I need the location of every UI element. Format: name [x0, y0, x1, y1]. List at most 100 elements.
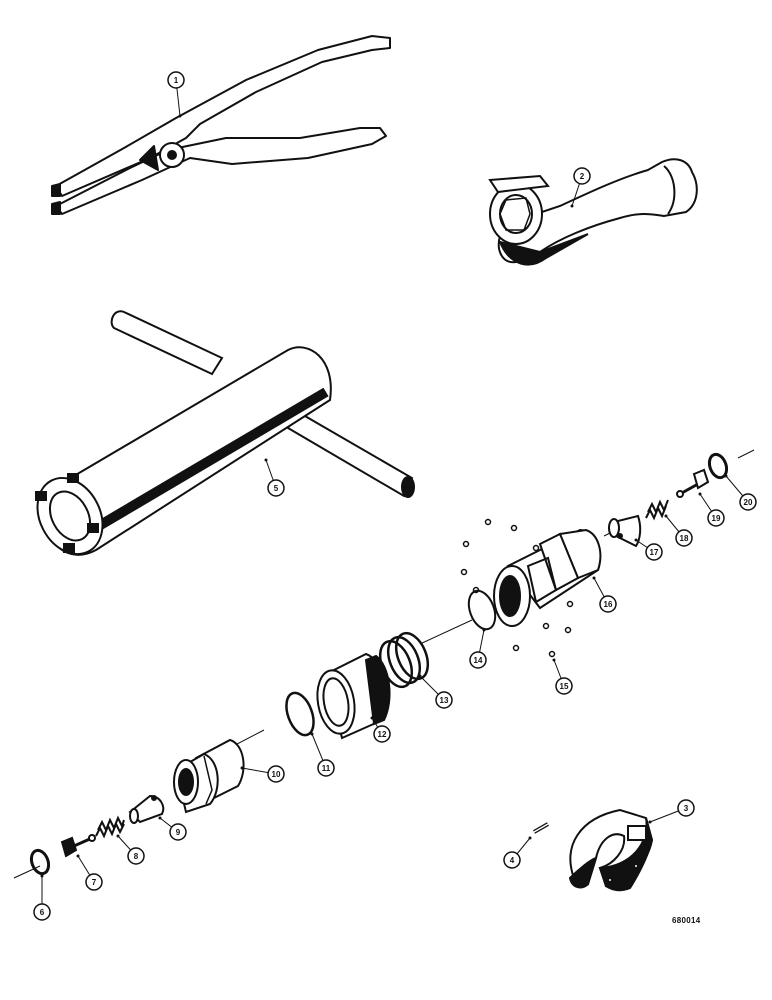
callout-number: 16 — [604, 600, 613, 609]
sleeve-drawing — [316, 652, 391, 740]
callout-number: 4 — [510, 856, 515, 865]
coupler-body-drawing — [173, 738, 245, 814]
callout-pin: 4 — [503, 836, 532, 869]
retaining-ring-drawing — [285, 691, 315, 737]
callout-arrow-dot — [552, 658, 556, 662]
callout-arrow-dot — [698, 492, 702, 496]
callout-number: 3 — [684, 804, 689, 813]
callout-number: 1 — [174, 76, 179, 85]
callout-circle — [435, 691, 453, 709]
wire-ring-drawing — [467, 589, 497, 631]
callout-circle — [555, 677, 573, 695]
callout-number: 8 — [134, 852, 139, 861]
callout-spring-right: 18 — [664, 514, 693, 547]
callout-circle — [167, 71, 185, 89]
callout-circle — [373, 725, 391, 743]
callout-circle — [573, 167, 591, 185]
seat-right-drawing — [608, 514, 642, 548]
callout-circle — [127, 847, 145, 865]
callout-poppet-right: 19 — [698, 492, 725, 527]
callout-crowfoot-wrench: 2 — [570, 167, 591, 208]
callout-sleeve-spring: 13 — [418, 674, 453, 709]
pliers-drawing — [51, 35, 391, 215]
snap-ring-left-drawing — [29, 848, 51, 876]
callout-snap-ring-right: 20 — [724, 474, 757, 511]
balls-drawing — [460, 518, 574, 658]
callout-arrow-dot — [370, 716, 374, 720]
callout-arrow-dot — [310, 732, 314, 736]
callout-number: 17 — [650, 548, 659, 557]
callout-circle — [707, 509, 725, 527]
callout-pliers: 1 — [167, 71, 185, 118]
callout-poppet-left: 7 — [76, 854, 103, 891]
callout-seat-left: 9 — [158, 816, 187, 841]
callout-circle — [33, 903, 51, 921]
callout-c-wrench: 3 — [648, 799, 695, 824]
callout-arrow-dot — [178, 114, 182, 118]
callout-t-handle-socket-wrench: 5 — [264, 458, 285, 497]
callout-circle — [169, 823, 187, 841]
callout-circle — [267, 765, 285, 783]
callout-coupler-body: 10 — [240, 765, 285, 783]
poppet-right-drawing — [676, 468, 710, 498]
callout-number: 12 — [378, 730, 387, 739]
callout-arrow-dot — [116, 834, 120, 838]
pin-drawing — [533, 822, 549, 834]
callout-arrow-dot — [592, 576, 596, 580]
callout-circle — [85, 873, 103, 891]
callout-number: 14 — [474, 656, 483, 665]
callout-circle — [677, 799, 695, 817]
t-handle-wrench-drawing — [35, 310, 415, 556]
callout-arrow-dot — [40, 874, 44, 878]
callout-arrow-dot — [240, 766, 244, 770]
callout-number: 20 — [744, 498, 753, 507]
callout-number: 10 — [272, 770, 281, 779]
callout-arrow-dot — [648, 820, 652, 824]
coupler-housing-drawing — [493, 528, 602, 627]
callout-circle — [317, 759, 335, 777]
callout-sleeve: 12 — [370, 716, 391, 743]
callout-number: 11 — [322, 764, 331, 773]
callout-number: 5 — [274, 484, 279, 493]
callout-arrow-dot — [482, 628, 486, 632]
callout-arrow-dot — [158, 816, 162, 820]
callout-arrow-dot — [634, 538, 638, 542]
callout-arrow-dot — [264, 458, 268, 462]
callout-wire-ring: 14 — [469, 628, 487, 669]
c-wrench-drawing — [568, 808, 654, 892]
callout-arrow-dot — [724, 474, 728, 478]
seat-left-drawing — [128, 794, 165, 824]
callout-number: 7 — [92, 878, 97, 887]
callout-spring-left: 8 — [116, 834, 145, 865]
poppet-left-drawing — [60, 834, 96, 858]
callout-arrow-dot — [664, 514, 668, 518]
callout-circle — [739, 493, 757, 511]
callout-number: 9 — [176, 828, 181, 837]
callout-circle — [645, 543, 663, 561]
crowfoot-wrench-drawing — [488, 158, 698, 266]
callout-arrow-dot — [76, 854, 80, 858]
callout-number: 13 — [440, 696, 449, 705]
snap-ring-right-drawing — [707, 452, 729, 480]
callout-circle — [675, 529, 693, 547]
callout-circle — [503, 851, 521, 869]
callout-number: 6 — [40, 908, 45, 917]
callout-circle — [469, 651, 487, 669]
spring-left-drawing — [95, 815, 125, 839]
callout-circle — [267, 479, 285, 497]
callout-number: 19 — [712, 514, 721, 523]
callout-circle — [599, 595, 617, 613]
callout-arrow-dot — [528, 836, 532, 840]
callout-balls: 15 — [552, 658, 573, 695]
callout-number: 15 — [560, 682, 569, 691]
callout-number: 18 — [680, 534, 689, 543]
callout-seat-right: 17 — [634, 538, 663, 561]
figure-code: 680014 — [672, 916, 701, 925]
callout-arrow-dot — [570, 204, 574, 208]
callout-retaining-ring: 11 — [310, 732, 335, 777]
callout-snap-ring-left: 6 — [33, 874, 51, 921]
callout-number: 2 — [580, 172, 585, 181]
callout-coupler-housing: 16 — [592, 576, 617, 613]
